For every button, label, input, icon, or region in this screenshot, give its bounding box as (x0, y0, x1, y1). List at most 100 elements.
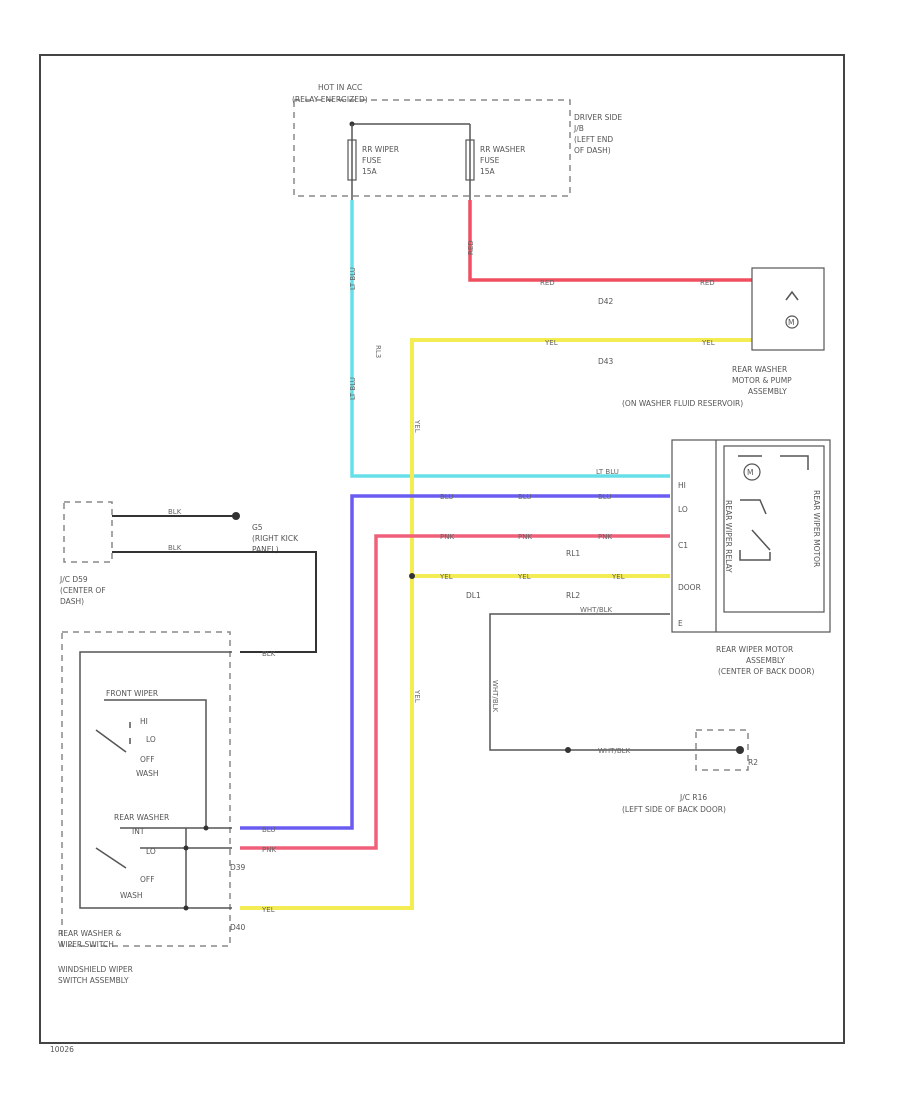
rear-washer-motor-box (751, 267, 825, 351)
g5-ground (232, 512, 240, 520)
wht-blk-label-1: WHT/BLK (580, 606, 613, 614)
rr-washer-fuse-label-2: FUSE (480, 156, 500, 165)
switch-off-2: OFF (140, 875, 155, 884)
rr-wiper-fuse-label-2: FUSE (362, 156, 382, 165)
switch-label-1: REAR WASHER & (58, 929, 122, 938)
pnk-wire (240, 534, 670, 850)
switch-node-3 (183, 905, 189, 911)
wiper-motor-internal (738, 455, 809, 470)
diagram-frame (39, 54, 845, 1044)
r2-ground (736, 746, 744, 754)
rear-washer-label: REAR WASHER (114, 813, 169, 822)
g5-label-1: G5 (252, 523, 263, 532)
switch-assembly-outline (61, 631, 231, 947)
wiper-motor-label-2: ASSEMBLY (746, 656, 785, 665)
yel-door-label-2: YEL (517, 573, 531, 581)
footer-code: 10026 (50, 1045, 74, 1054)
blu-wire (240, 494, 670, 830)
switch-int: INT (132, 827, 145, 836)
driver-side-jb-label-2: J/B (573, 124, 584, 133)
d43-label: D43 (598, 357, 614, 366)
switch-lo-2: LO (146, 847, 156, 856)
washer-motor-label-2: MOTOR & PUMP (732, 376, 792, 385)
rl3-label: RL3 (374, 345, 382, 358)
driver-side-jb-label-1: DRIVER SIDE (574, 113, 622, 122)
jc-d59-label-1: J/C D59 (59, 575, 88, 584)
switch-common-wire (79, 651, 232, 909)
yel-wire-label-5: YEL (261, 906, 275, 914)
rr-washer-fuse-label-1: RR WASHER (480, 145, 525, 154)
wiper-motor-label-1: REAR WIPER MOTOR (716, 645, 793, 654)
term-c1: C1 (678, 541, 688, 550)
wht-blk-node (565, 747, 571, 753)
assembly-label-1: WINDSHIELD WIPER (58, 965, 133, 974)
rr-washer-fuse-label-3: 15A (480, 167, 496, 176)
term-door: DOOR (678, 583, 701, 592)
lt-blu-wire-label-3: LT BLU (596, 468, 619, 476)
pnk-wire-label-4: PNK (262, 846, 276, 854)
d40-label: D40 (230, 923, 246, 932)
jc-d59-outline (63, 501, 113, 563)
blk-wire-label-1: BLK (168, 508, 182, 516)
washer-motor-label-3: ASSEMBLY (748, 387, 787, 396)
rl1-label: RL1 (566, 549, 580, 558)
rear-wiper-motor-box (671, 439, 831, 633)
switch-wash: WASH (136, 769, 159, 778)
pnk-wire-label-1: PNK (440, 533, 454, 541)
assembly-label-2: SWITCH ASSEMBLY (58, 976, 129, 985)
relay-switch (739, 499, 771, 561)
washer-motor-label-4: (ON WASHER FLUID RESERVOIR) (622, 399, 743, 408)
yel-wire-label-3: YEL (413, 419, 421, 433)
jc-d59-label-3: DASH) (60, 597, 84, 606)
yel-door-label-3: YEL (611, 573, 625, 581)
term-hi: HI (678, 481, 686, 490)
red-wire-label-3: RED (700, 279, 715, 287)
relay-energized-label: (RELAY ENERGIZED) (292, 95, 368, 104)
switch-off: OFF (140, 755, 155, 764)
wiper-motor-m-label: M (747, 468, 753, 477)
jc-r16-outline (695, 729, 749, 771)
blu-wire-label-2: BLU (518, 493, 531, 501)
yel-splice (409, 573, 415, 579)
blu-wire-label-1: BLU (440, 493, 453, 501)
yel-wire-label-1: YEL (544, 339, 558, 347)
g5-label-3: PANEL) (252, 545, 279, 554)
yel-wire-label-2: YEL (701, 339, 715, 347)
driver-side-jb-label-3: (LEFT END (574, 135, 613, 144)
g5-label-2: (RIGHT KICK (252, 534, 299, 543)
switch-hi: HI (140, 717, 148, 726)
yel-washer-wire (240, 338, 752, 910)
term-lo: LO (678, 505, 688, 514)
driver-side-jb-label-4: OF DASH) (574, 146, 611, 155)
wiper-motor-inner-label: REAR WIPER MOTOR (812, 490, 821, 567)
washer-motor-label-1: REAR WASHER (732, 365, 787, 374)
jc-r16-label-1: J/C R16 (679, 793, 707, 802)
wht-blk-label-3: WHT/BLK (598, 747, 631, 755)
jc-r16-label-2: (LEFT SIDE OF BACK DOOR) (622, 805, 726, 814)
pnk-wire-label-3: PNK (598, 533, 612, 541)
pnk-wire-label-2: PNK (518, 533, 532, 541)
lt-blu-wire (350, 200, 670, 478)
washer-motor-icon (785, 315, 799, 329)
wiper-motor-icon (743, 463, 761, 481)
term-e: E (678, 619, 683, 628)
lt-blu-wire-label-1: LT BLU (349, 267, 357, 290)
rr-wiper-fuse (347, 139, 357, 181)
rr-washer-fuse (465, 139, 475, 181)
switch-lo: LO (146, 735, 156, 744)
switch-wash-2: WASH (120, 891, 143, 900)
wiper-relay-label: REAR WIPER RELAY (724, 500, 733, 573)
wiper-motor-label-3: (CENTER OF BACK DOOR) (718, 667, 815, 676)
fuse-box-outline (293, 99, 571, 197)
d42-label: D42 (598, 297, 614, 306)
blk-wire-label-3: BLK (262, 650, 276, 658)
front-wiper-frame (104, 699, 207, 828)
front-wiper-switch (95, 722, 131, 753)
switch-node-1 (203, 825, 209, 831)
blk-wire-label-2: BLK (168, 544, 182, 552)
wht-blk-label-2: WHT/BLK (491, 680, 499, 713)
dl1-label: DL1 (466, 591, 481, 600)
blk-switch-wire (112, 551, 317, 653)
yel-wire-label-4: YEL (413, 689, 421, 703)
rr-wiper-fuse-label-3: 15A (362, 167, 378, 176)
